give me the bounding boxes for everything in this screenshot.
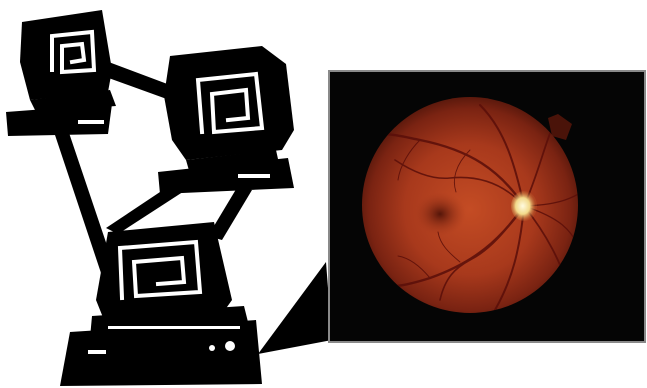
retina-photo: [329, 71, 645, 342]
computer-top-left-icon: [6, 10, 116, 136]
computer-bottom-icon: [60, 222, 262, 386]
callout-pointer-icon: [258, 262, 332, 354]
computer-top-right-icon: [158, 46, 294, 194]
